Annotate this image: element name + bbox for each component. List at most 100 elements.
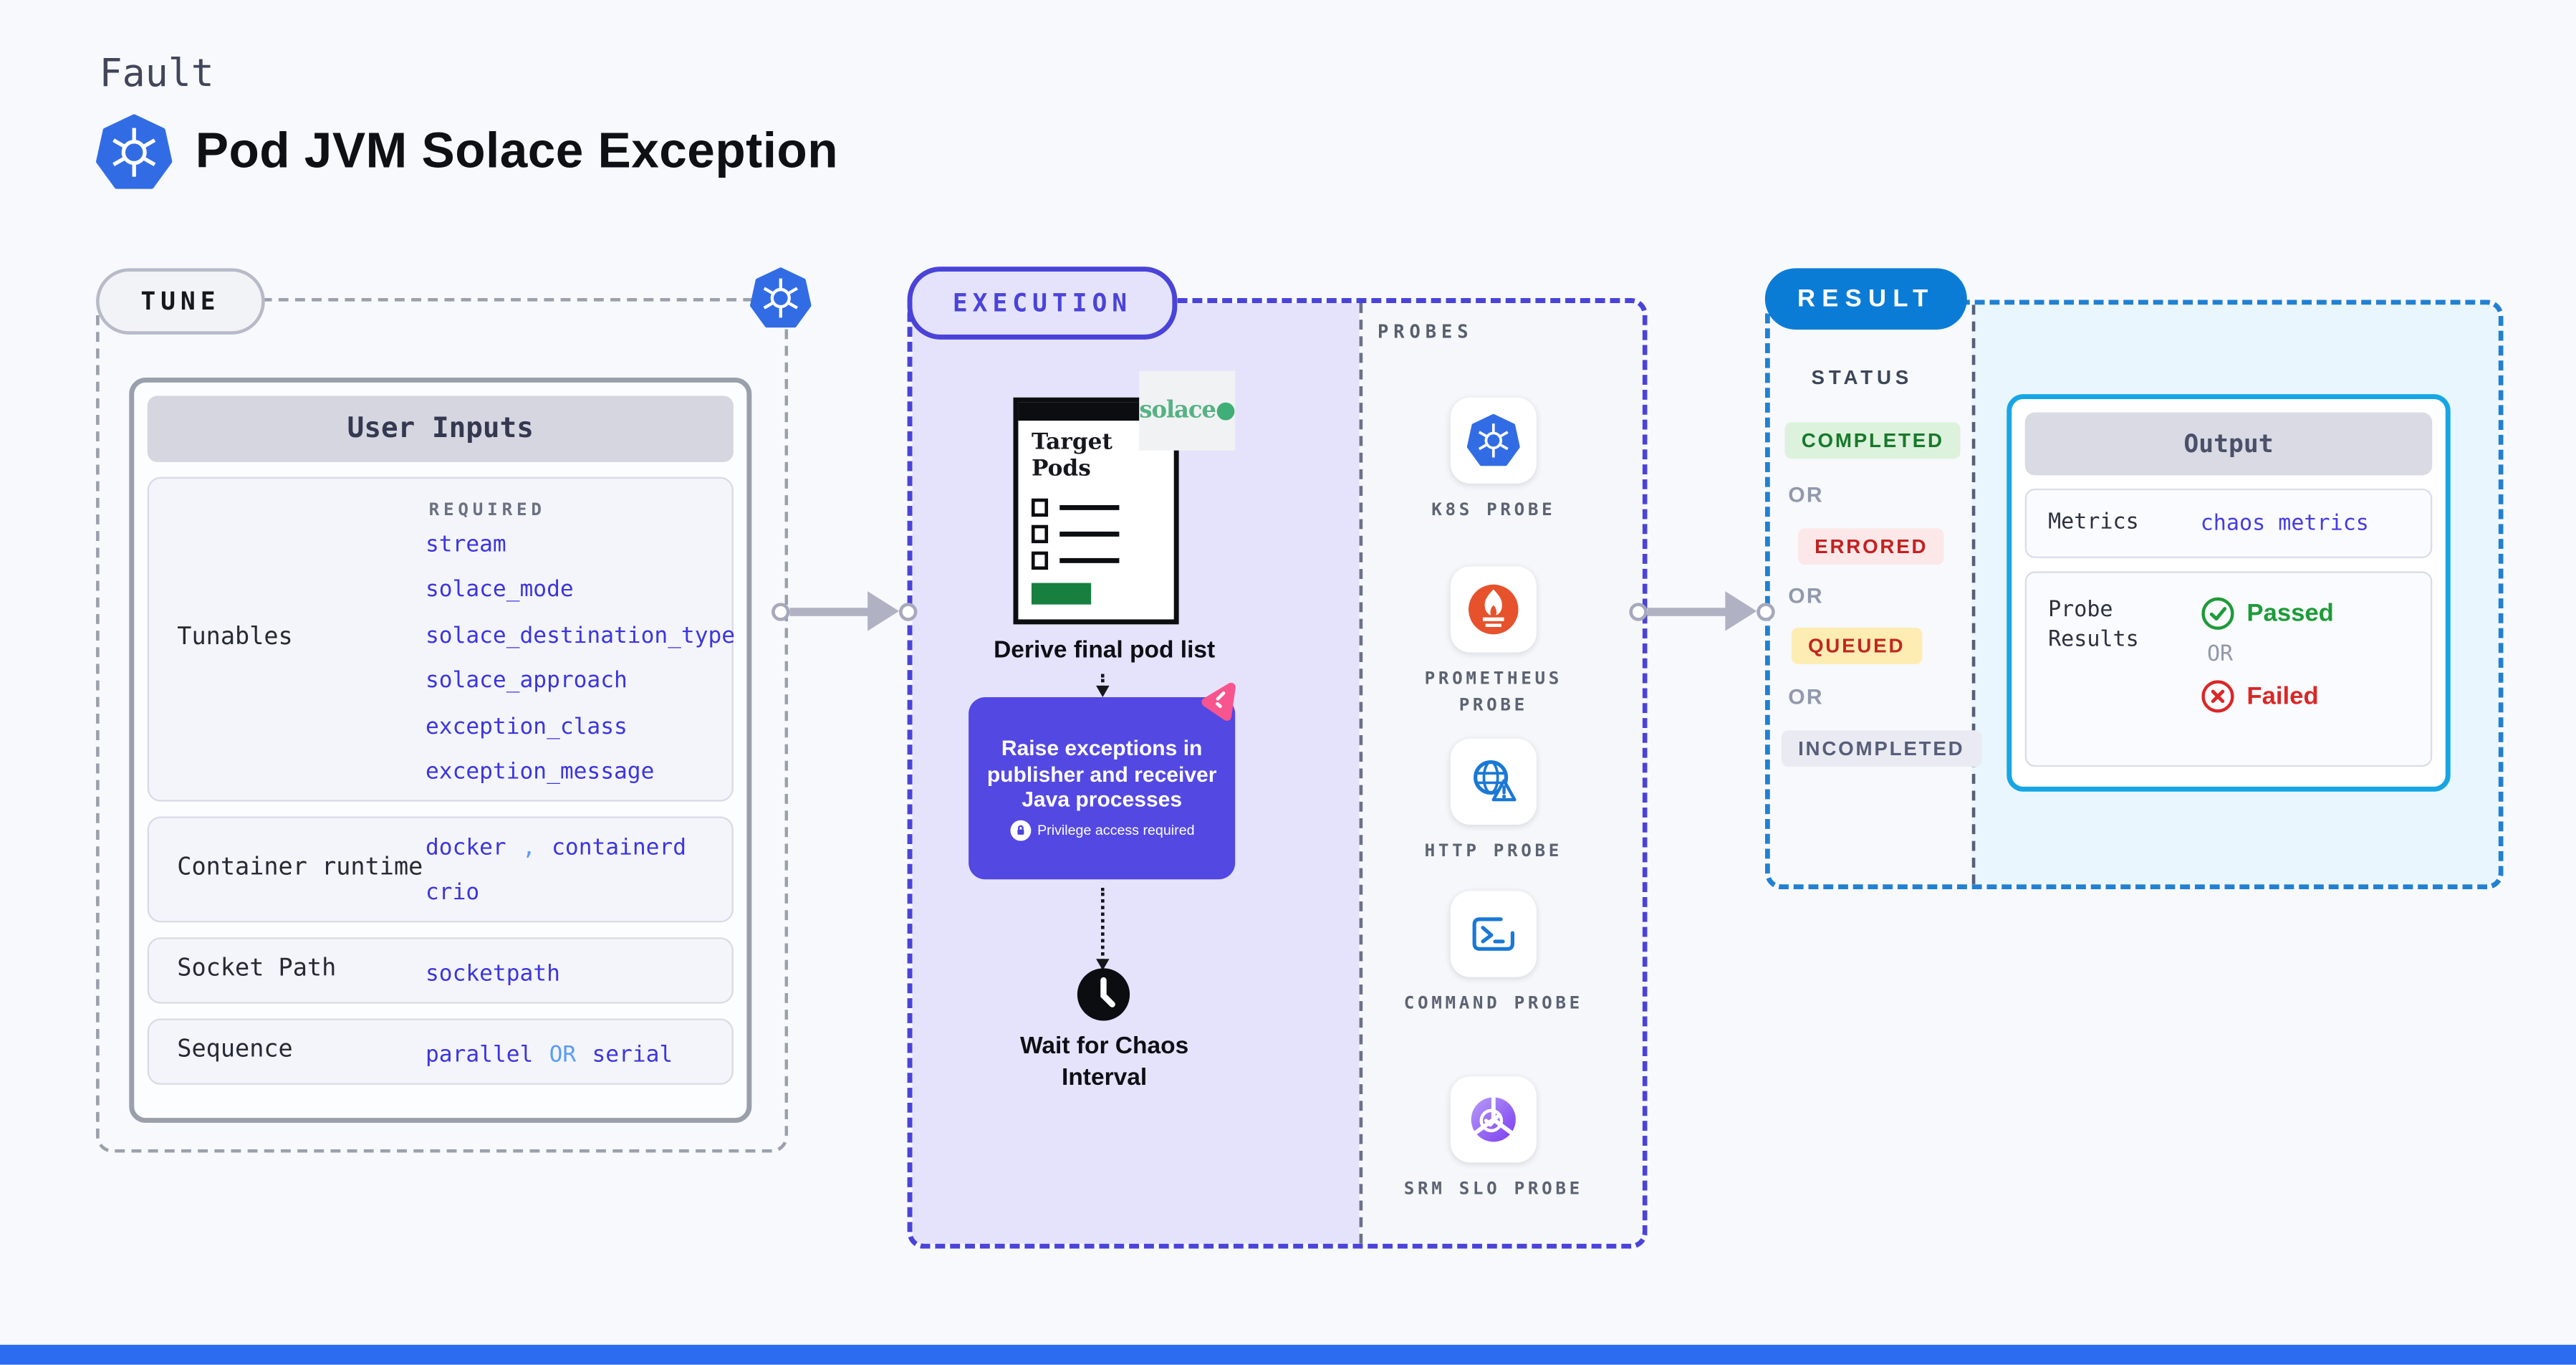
execution-to-result-arrow [1629, 591, 1775, 631]
container-runtime-label: Container runtime [177, 855, 423, 882]
tune-pill: TUNE [96, 268, 265, 335]
container-runtime-row: Container runtime docker , containerd cr… [147, 816, 734, 923]
tunable-value: solace_approach [426, 667, 628, 694]
command-probe-icon [1450, 891, 1537, 977]
failed-line: Failed [2201, 679, 2334, 714]
tune-to-execution-arrow [772, 591, 918, 631]
result-pill: RESULT [1764, 268, 1967, 330]
user-inputs-card: User Inputs Tunables REQUIRED stream sol… [129, 377, 752, 1124]
kubernetes-corner-icon [750, 267, 812, 328]
connector-dot [1629, 602, 1648, 621]
kubernetes-icon [96, 114, 173, 189]
solace-dot-icon: ● [1215, 397, 1236, 424]
derive-pod-list-label: Derive final pod list [994, 637, 1216, 664]
privilege-text: Privilege access required [1037, 822, 1195, 839]
bottom-accent-bar [0, 1344, 2576, 1365]
socket-path-row: Socket Path socketpath [147, 937, 734, 1004]
passed-line: Passed [2201, 596, 2334, 631]
flow-connector [1096, 674, 1110, 698]
x-circle-icon [2201, 680, 2234, 713]
probe-command: COMMAND PROBE [1373, 891, 1614, 1017]
page-title: Pod JVM Solace Exception [195, 124, 839, 179]
privilege-row: Privilege access required [1009, 820, 1195, 841]
probe-label: PROMETHEUS PROBE [1424, 669, 1562, 717]
status-badge-completed: COMPLETED [1784, 422, 1961, 459]
clock-icon [1077, 968, 1130, 1021]
probe-label: COMMAND PROBE [1403, 993, 1583, 1014]
prometheus-probe-icon [1450, 566, 1537, 653]
or-label: OR [1788, 684, 1824, 709]
output-header: Output [2024, 412, 2433, 476]
probes-header: PROBES [1378, 321, 1474, 343]
probe-srm-slo: SRM SLO PROBE [1373, 1076, 1614, 1202]
flow-connector [1096, 887, 1110, 971]
solace-wordmark: solace [1139, 397, 1216, 424]
pod-list-item [1018, 498, 1173, 517]
passed-label: Passed [2246, 599, 2334, 628]
probe-results-row: Probe Results Passed OR Failed [2024, 571, 2433, 767]
probe-http: HTTP PROBE [1373, 738, 1614, 865]
checkbox-icon [1031, 498, 1049, 517]
probe-label: SRM SLO PROBE [1403, 1179, 1583, 1199]
container-runtime-values: docker , containerd crio [426, 825, 732, 914]
metrics-row: Metrics chaos metrics [2024, 488, 2433, 558]
tunable-value: exception_message [426, 758, 655, 785]
runtime-value: crio [426, 879, 480, 906]
probe-results-label: Probe Results [2048, 598, 2139, 653]
wait-chaos-interval-label: Wait for Chaos Interval [1020, 1033, 1189, 1091]
chaos-icon [1201, 682, 1236, 721]
runtime-value: docker [426, 834, 506, 861]
probe-k8s: K8S PROBE [1373, 397, 1614, 524]
sequence-value: parallel [426, 1040, 534, 1068]
check-circle-icon [2201, 597, 2234, 630]
separator: , [522, 834, 536, 861]
or-label: OR [2206, 642, 2234, 668]
tunables-values: REQUIRED stream solace_mode solace_desti… [426, 483, 735, 796]
action-text: Raise exceptions in publisher and receiv… [986, 735, 1217, 813]
required-label: REQUIRED [428, 499, 546, 519]
output-card: Output Metrics chaos metrics Probe Resul… [2007, 394, 2451, 792]
status-badge-incompleted: INCOMPLETED [1781, 730, 1981, 767]
sequence-row: Sequence parallel OR serial [147, 1018, 734, 1085]
execution-pill: EXECUTION [907, 267, 1178, 340]
raise-exceptions-action: Raise exceptions in publisher and receiv… [969, 697, 1236, 880]
sequence-value: serial [592, 1040, 673, 1068]
checkbox-icon [1031, 525, 1049, 544]
lock-icon [1009, 820, 1031, 841]
tunable-value: solace_destination_type [426, 621, 736, 648]
title-row: Pod JVM Solace Exception [96, 112, 838, 192]
tunable-value: solace_mode [426, 576, 574, 603]
failed-label: Failed [2246, 682, 2319, 711]
tunables-label: Tunables [177, 625, 293, 652]
pod-list-item [1018, 525, 1173, 544]
sequence-label: Sequence [177, 1037, 293, 1064]
connector-dot [772, 602, 790, 621]
probe-label: HTTP PROBE [1424, 841, 1562, 861]
checkbox-icon [1031, 551, 1049, 570]
metrics-value: chaos metrics [2200, 511, 2369, 536]
connector-dot [1756, 602, 1775, 621]
runtime-value: containerd [552, 834, 686, 861]
status-badge-errored: ERRORED [1798, 528, 1945, 565]
socket-path-label: Socket Path [177, 956, 337, 983]
green-button [1031, 583, 1092, 605]
tunables-row: Tunables REQUIRED stream solace_mode sol… [147, 476, 735, 802]
socket-path-value: socketpath [426, 959, 560, 987]
fault-kind-label: Fault [99, 52, 214, 97]
user-inputs-header: User Inputs [147, 396, 734, 462]
tune-section-box [96, 298, 789, 1153]
or-label: OR [1788, 583, 1824, 608]
status-badge-queued: QUEUED [1791, 627, 1922, 664]
metrics-label: Metrics [2048, 509, 2139, 535]
status-header: STATUS [1811, 365, 1913, 390]
or-connector: OR [549, 1040, 577, 1068]
http-probe-icon [1450, 738, 1537, 825]
solace-logo: solace● [1139, 370, 1236, 451]
k8s-probe-icon [1450, 397, 1537, 484]
connector-dot [899, 602, 918, 621]
srm-slo-probe-icon [1450, 1076, 1537, 1163]
target-pods-title: Target Pods [1031, 428, 1112, 482]
probe-label: K8S PROBE [1431, 500, 1556, 520]
pod-list-item [1018, 551, 1173, 570]
